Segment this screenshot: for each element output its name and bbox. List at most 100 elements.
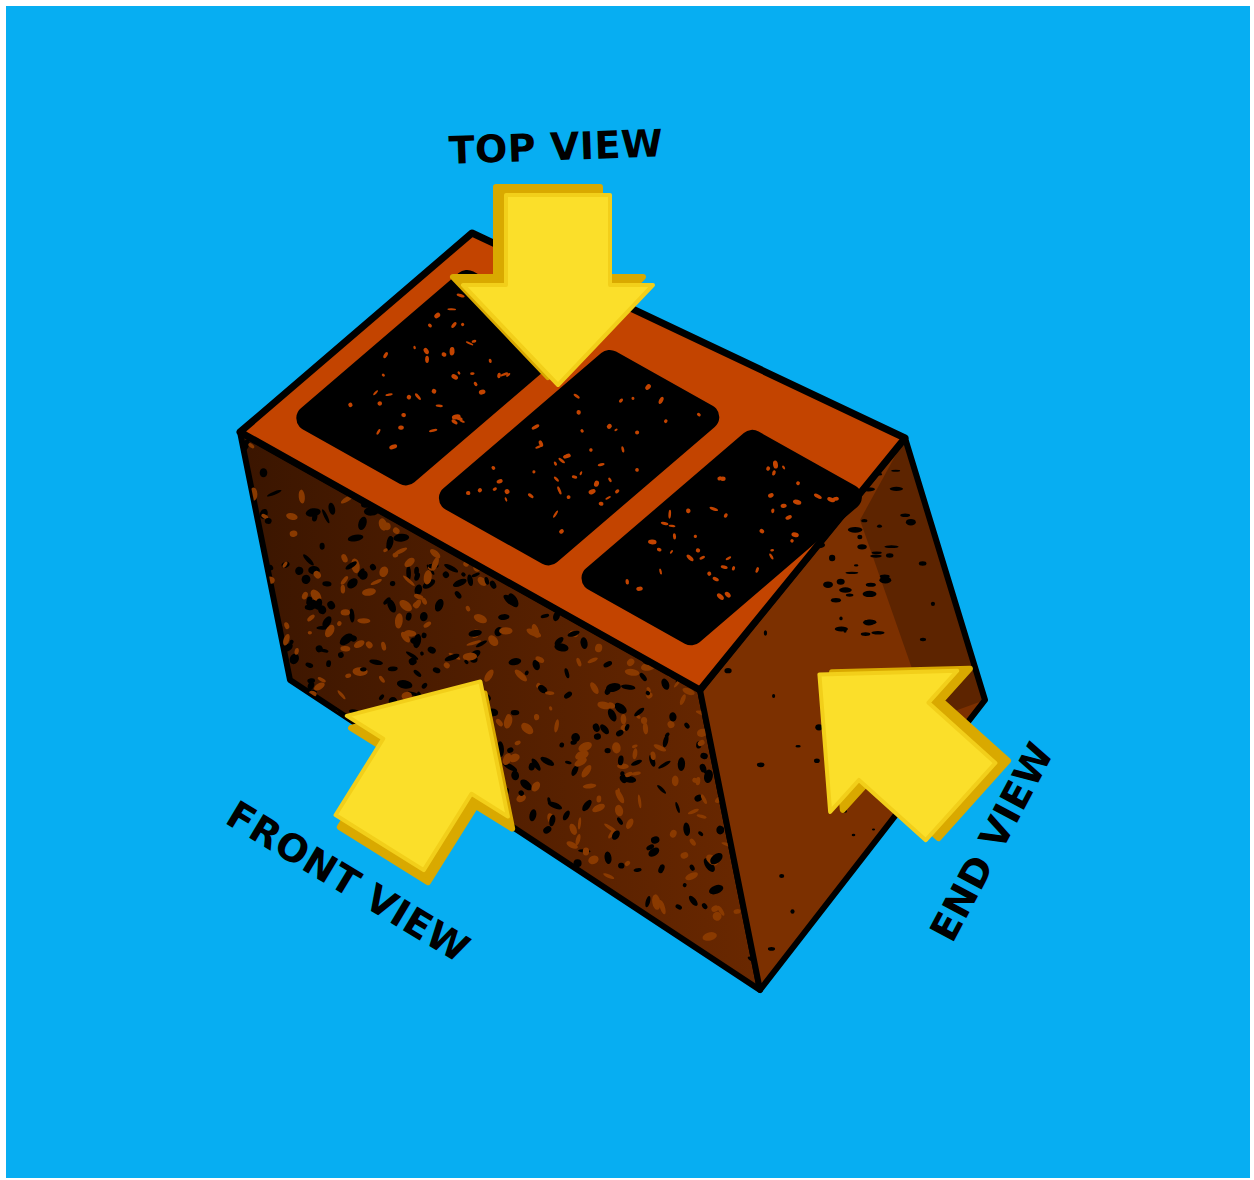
hole-speckle [531, 423, 540, 430]
block-hole [595, 443, 849, 633]
hole-speckle [608, 477, 613, 483]
hole-speckle [563, 454, 571, 459]
texture-spot [534, 714, 540, 721]
texture-spot [268, 564, 275, 571]
texture-spot [675, 903, 683, 910]
texture-spot [563, 690, 573, 700]
hole-speckle [767, 492, 774, 498]
texture-spot [577, 817, 581, 830]
texture-spot [565, 760, 572, 765]
texture-spot [345, 673, 352, 679]
hole-speckle [558, 528, 564, 534]
texture-spot [508, 752, 522, 764]
texture-spot [357, 618, 370, 624]
hole-speckle [385, 393, 393, 397]
texture-spot [347, 533, 364, 542]
texture-spot [683, 822, 691, 836]
texture-spot [444, 652, 461, 663]
hole-speckle [579, 471, 583, 476]
texture-spot [689, 864, 696, 872]
arrow-face [463, 195, 653, 385]
texture-spot [340, 553, 349, 563]
hole-speckle [436, 404, 443, 407]
texture-spot [669, 829, 678, 839]
texture-spot [370, 578, 383, 586]
view-label: TOP VIEW [448, 124, 664, 169]
texture-spot [846, 593, 854, 596]
texture-spot [633, 868, 642, 873]
hole-speckle [527, 492, 534, 499]
hole-speckle [500, 372, 509, 377]
hole-speckle [621, 446, 625, 453]
texture-spot [658, 899, 667, 915]
texture-spot [412, 633, 423, 649]
hole-speckle [614, 488, 620, 494]
texture-spot [591, 802, 606, 814]
hole-speckle [759, 528, 765, 534]
hole-speckle [625, 579, 629, 585]
texture-spot [872, 829, 875, 831]
texture-spot [857, 544, 866, 549]
texture-spot [403, 556, 417, 569]
texture-spot [574, 833, 581, 845]
hole-speckle [470, 372, 474, 375]
texture-spot [513, 668, 529, 683]
texture-spot [443, 562, 459, 574]
texture-spot [332, 706, 340, 714]
texture-spot [348, 634, 358, 643]
hole-speckle [553, 476, 559, 483]
hole-speckle [668, 510, 671, 519]
texture-spot [571, 733, 580, 743]
texture-spot [548, 814, 556, 827]
texture-spot [641, 717, 647, 724]
texture-spot [266, 489, 282, 498]
texture-spot [337, 689, 347, 700]
texture-spot [250, 487, 258, 500]
texture-spot [703, 769, 714, 784]
texture-spot [669, 712, 677, 722]
texture-spot [471, 572, 480, 578]
texture-spot [506, 592, 521, 609]
hole-speckle [635, 468, 639, 472]
texture-spot [733, 909, 741, 915]
texture-spot [305, 662, 314, 669]
texture-spot [317, 604, 328, 615]
texture-spot [281, 560, 291, 569]
texture-spot [854, 564, 858, 566]
texture-spot [402, 574, 416, 587]
texture-spot [624, 817, 635, 830]
hole-speckle [427, 323, 432, 328]
texture-spot [657, 863, 666, 874]
hole-speckle [593, 480, 600, 487]
texture-spot [482, 668, 495, 683]
texture-spot [405, 650, 419, 661]
texture-spot [301, 591, 309, 601]
texture-spot [468, 629, 482, 638]
texture-spot [621, 684, 636, 691]
texture-spot [508, 657, 522, 666]
hole-speckle [720, 565, 728, 570]
hole-speckle [450, 350, 455, 355]
hole-speckle [614, 428, 618, 431]
texture-spot [313, 706, 318, 714]
texture-spot [380, 641, 387, 651]
texture-spot [514, 740, 521, 746]
texture-spot [306, 613, 316, 622]
hole-speckle [576, 410, 581, 415]
texture-spot [567, 629, 581, 638]
texture-spot [568, 823, 579, 836]
hole-speckle [635, 430, 639, 434]
texture-spot [588, 681, 600, 695]
hole-speckle [433, 312, 441, 320]
view-arrow [453, 187, 653, 385]
hole-speckle [532, 470, 535, 474]
texture-spot [428, 547, 442, 560]
texture-spot [679, 694, 687, 706]
hole-speckle [785, 514, 793, 520]
hole-speckle [712, 576, 719, 582]
texture-spot [530, 623, 541, 639]
texture-spot [499, 627, 513, 634]
view-arrows [295, 187, 1037, 905]
texture-spot [546, 812, 556, 826]
